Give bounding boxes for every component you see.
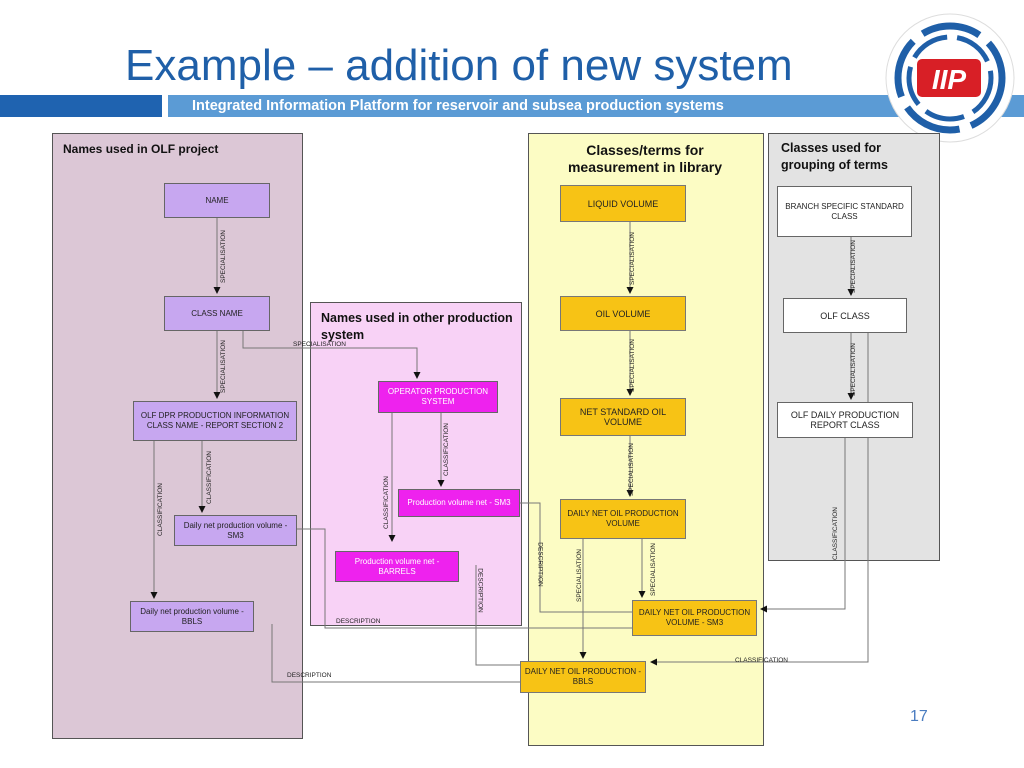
label-classification: CLASSIFICATION	[382, 476, 390, 529]
label-classification: CLASSIFICATION	[735, 657, 788, 664]
label-description: DESCRIPTION	[287, 672, 332, 679]
box-production-volume-barrels: Production volume net - BARRELS	[335, 551, 459, 582]
slide-subtitle: Integrated Information Platform for rese…	[192, 98, 724, 114]
label-specialisation: SPECIALISATION	[575, 549, 583, 602]
page-number: 17	[910, 708, 928, 725]
box-operator-production-system: OPERATOR PRODUCTION SYSTEM	[378, 381, 498, 413]
box-net-standard-oil-volume: NET STANDARD OIL VOLUME	[560, 398, 686, 436]
label-classification: CLASSIFICATION	[831, 507, 839, 560]
label-specialisation: SPECIALISATION	[627, 443, 635, 496]
header-band-left	[0, 95, 162, 117]
box-daily-net-oil-production-volume: DAILY NET OIL PRODUCTION VOLUME	[560, 499, 686, 539]
panel-title-library: Classes/terms for measurement in library	[567, 142, 723, 175]
label-specialisation: SPECIALISATION	[628, 232, 636, 285]
box-daily-net-oil-production-bbls: DAILY NET OIL PRODUCTION - BBLS	[520, 661, 646, 693]
logo-text: IIP	[932, 64, 967, 95]
header-band	[168, 95, 1024, 117]
label-specialisation: SPECIALISATION	[649, 543, 657, 596]
box-oil-volume: OIL VOLUME	[560, 296, 686, 331]
label-classification: CLASSIFICATION	[442, 423, 450, 476]
box-daily-sm3: Daily net production volume - SM3	[174, 515, 297, 546]
iip-logo: IIP	[885, 13, 1015, 143]
box-olf-daily-production-report-class: OLF DAILY PRODUCTION REPORT CLASS	[777, 402, 913, 438]
label-specialisation: SPECIALISATION	[628, 339, 636, 392]
box-class-name: CLASS NAME	[164, 296, 270, 331]
label-description: DESCRIPTION	[536, 542, 544, 587]
label-classification: CLASSIFICATION	[156, 483, 164, 536]
label-specialisation: SPECIALISATION	[219, 230, 227, 283]
label-description: DESCRIPTION	[476, 568, 484, 613]
box-production-volume-sm3: Production volume net - SM3	[398, 489, 520, 517]
label-specialisation: SPECIALISATION	[849, 343, 857, 396]
slide-title: Example – addition of new system	[125, 41, 793, 90]
box-olf-class: OLF CLASS	[783, 298, 907, 333]
box-daily-bbls: Daily net production volume - BBLS	[130, 601, 254, 632]
label-specialisation: SPECIALISATION	[293, 341, 346, 348]
label-specialisation: SPECIALISATION	[849, 240, 857, 293]
panel-library	[528, 133, 764, 746]
label-specialisation: SPECIALISATION	[219, 340, 227, 393]
box-liquid-volume: LIQUID VOLUME	[560, 185, 686, 222]
label-description: DESCRIPTION	[336, 618, 381, 625]
box-branch-specific-standard-class: BRANCH SPECIFIC STANDARD CLASS	[777, 186, 912, 237]
panel-title-other: Names used in other production system	[321, 311, 513, 342]
panel-title-grouping: Classes used for grouping of terms	[781, 141, 888, 172]
box-olf-dpr: OLF DPR PRODUCTION INFORMATION CLASS NAM…	[133, 401, 297, 441]
box-name: NAME	[164, 183, 270, 218]
box-daily-net-oil-volume-sm3: DAILY NET OIL PRODUCTION VOLUME - SM3	[632, 600, 757, 636]
panel-title-olf: Names used in OLF project	[63, 142, 219, 156]
label-classification: CLASSIFICATION	[205, 451, 213, 504]
